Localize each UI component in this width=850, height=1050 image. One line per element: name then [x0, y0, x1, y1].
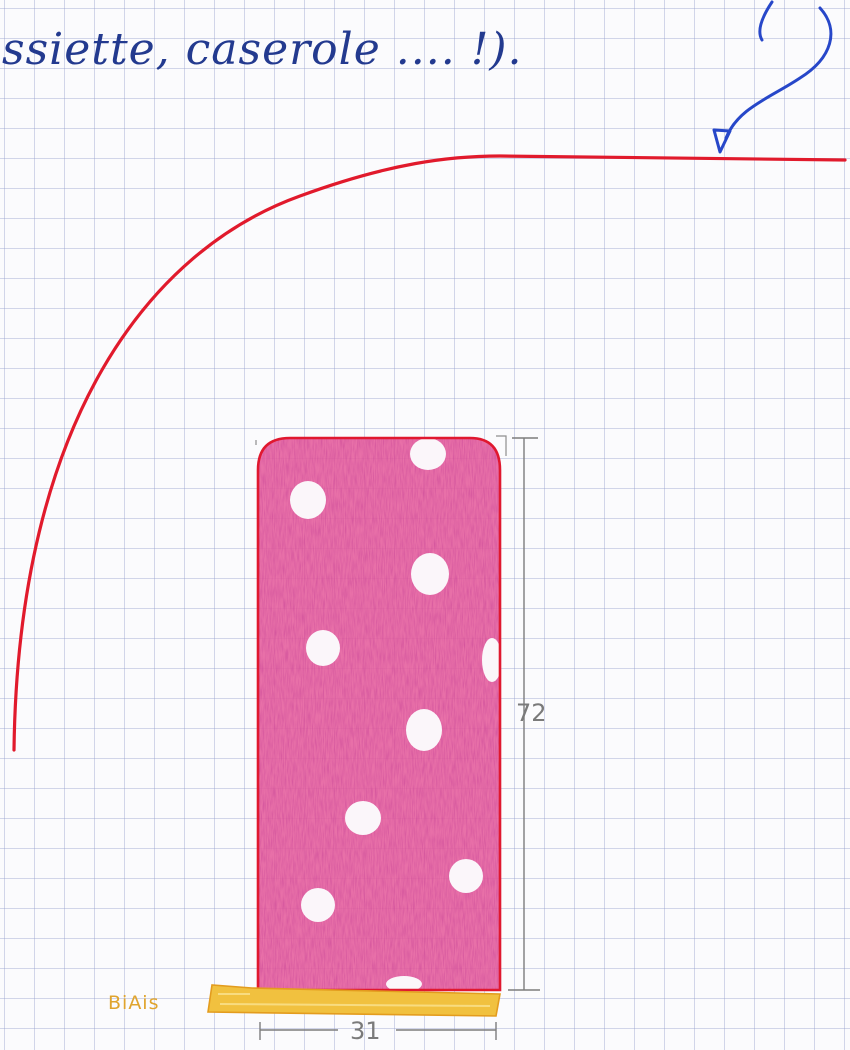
polka-dot [406, 709, 442, 751]
height-label: 72 [516, 699, 547, 727]
polka-dot [411, 553, 449, 595]
pointer-arrow-icon [712, 0, 833, 154]
width-dimension [259, 1022, 497, 1040]
polka-dot [386, 976, 422, 992]
polka-dot [410, 438, 446, 470]
polka-dot [345, 801, 381, 835]
pattern-piece [256, 436, 502, 992]
height-dimension [508, 437, 540, 991]
biais-strip-fill [207, 984, 501, 1017]
polka-dot [306, 630, 340, 666]
pattern-piece-outline [256, 436, 502, 992]
pencil-guides [255, 435, 507, 456]
polka-dot [482, 638, 502, 682]
biais-strip [207, 984, 501, 1017]
polka-dot [301, 888, 335, 922]
pattern-curve-line [12, 154, 847, 752]
width-label: 31 [350, 1017, 381, 1045]
handwritten-note: ssiette, caserole .... !). [2, 24, 523, 75]
biais-label: BiAis [108, 992, 160, 1014]
biais-strip-fold [218, 993, 491, 1007]
polka-dots [290, 438, 502, 992]
polka-dot [290, 481, 326, 519]
polka-dot [449, 859, 483, 893]
pattern-piece-texture [258, 438, 500, 990]
